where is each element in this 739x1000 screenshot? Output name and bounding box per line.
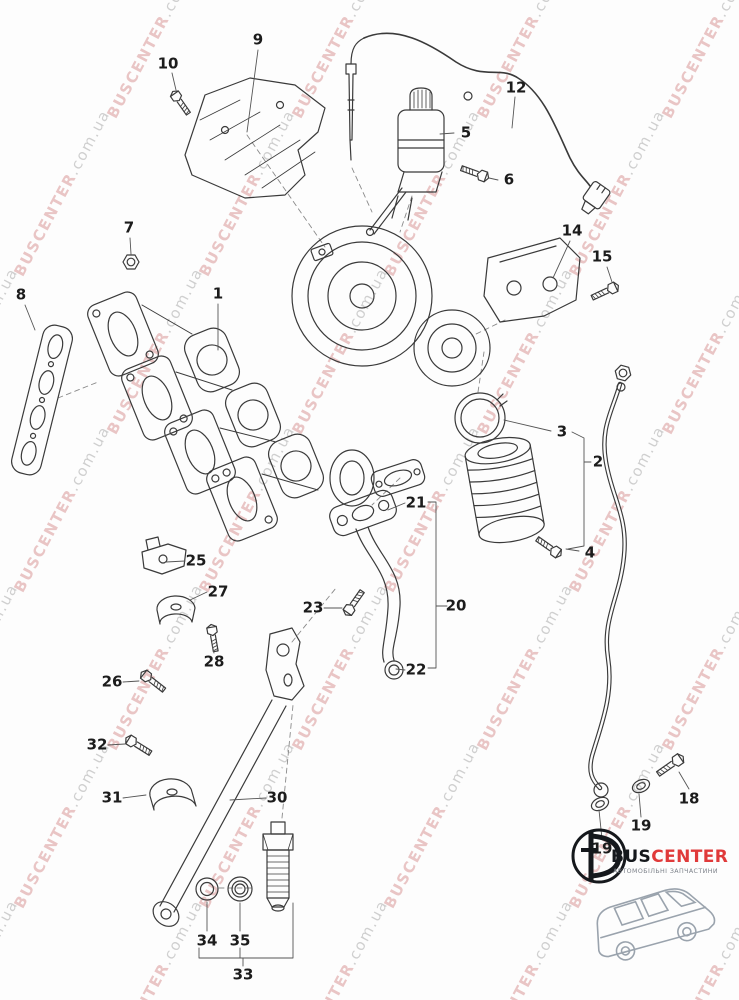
actuator-bolt <box>459 162 491 184</box>
mounting-bracket <box>142 537 186 574</box>
shield-screw <box>168 88 193 117</box>
flange-bolt <box>340 587 367 619</box>
support-rod <box>148 628 304 931</box>
heat-shield <box>185 78 325 198</box>
brand-logo: BUSCENTER АВТОМОБІЛЬНІ ЗАПЧАСТИНИ <box>567 820 739 998</box>
washer-19b <box>589 795 610 813</box>
sleeve-bolt <box>533 534 565 561</box>
bracket-bolt-26 <box>137 667 168 695</box>
wastegate-actuator <box>367 88 445 236</box>
flange-nut <box>122 254 140 270</box>
logo-wordmark-center: CENTER <box>651 847 729 867</box>
oil-union <box>263 822 293 911</box>
logo-mark-icon <box>571 828 627 884</box>
exhaust-sleeve <box>463 433 546 547</box>
logo-subtitle: АВТОМОБІЛЬНІ ЗАПЧАСТИНИ <box>613 868 718 875</box>
pipe-clamp <box>157 596 195 624</box>
van-sketch-icon <box>596 888 716 961</box>
turbocharger <box>292 196 490 498</box>
vacuum-hose <box>364 33 611 217</box>
oil-supply-pipe <box>590 363 634 797</box>
sealing-ring-34 <box>196 878 218 900</box>
support-bracket <box>484 238 580 322</box>
manifold-gasket <box>9 323 75 478</box>
logo-wordmark: BUSCENTER <box>611 847 728 867</box>
leader-lines <box>25 50 689 966</box>
clamp-31 <box>150 779 196 810</box>
sealing-ring-35 <box>228 877 252 901</box>
exhaust-manifold <box>85 289 374 544</box>
retaining-ring <box>455 393 507 443</box>
oil-return-pipe <box>356 527 400 662</box>
union-bolt-18 <box>654 751 687 779</box>
bolt-32 <box>122 733 154 758</box>
bracket-bolt <box>589 280 622 303</box>
temp-sensor <box>346 38 364 160</box>
logo-wordmark-bus: BUS <box>611 847 652 867</box>
clamp-bolt <box>205 623 221 653</box>
pipe-gasket-ring <box>384 660 404 680</box>
assembly-guide-lines <box>58 135 505 888</box>
washer-19a <box>630 777 651 795</box>
hose-connector <box>577 180 611 217</box>
